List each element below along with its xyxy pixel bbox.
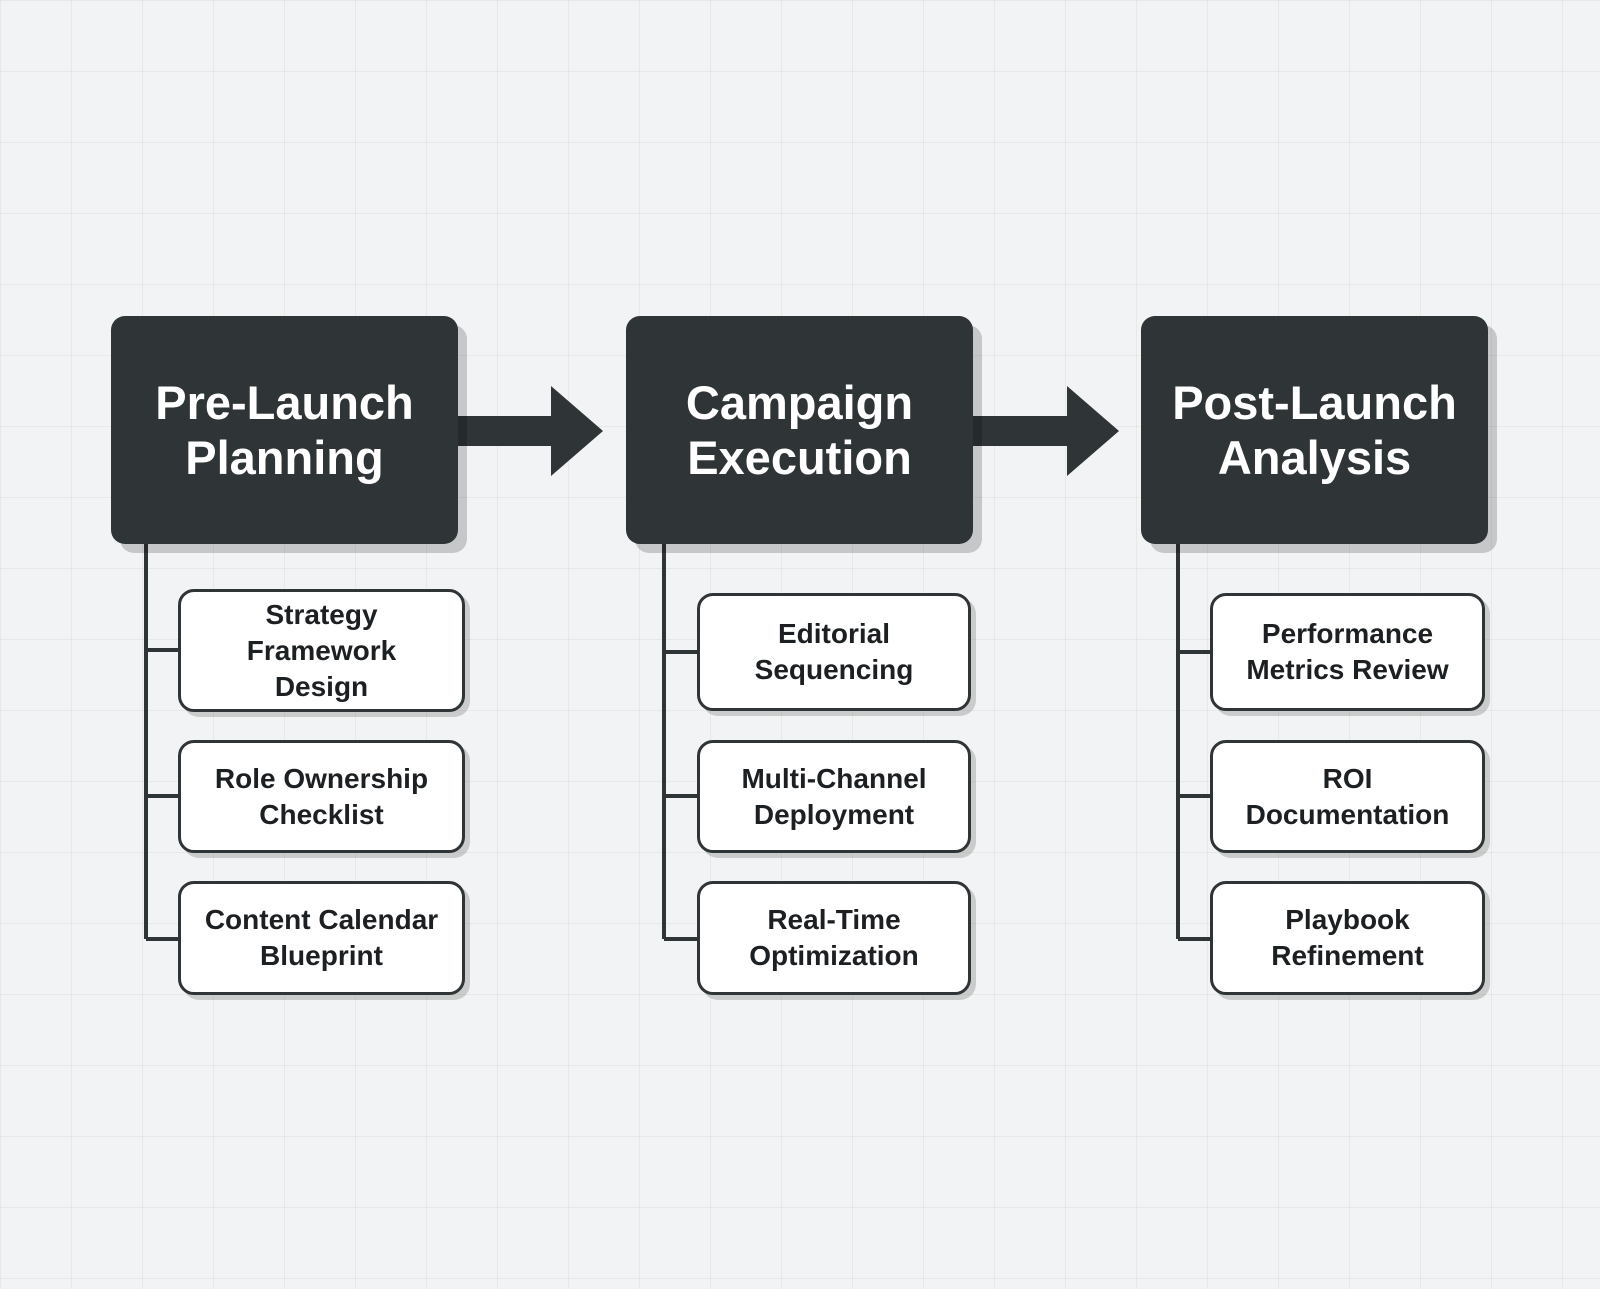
task-box-performance-metrics: Performance Metrics Review bbox=[1210, 593, 1485, 711]
arrow-phase-1-to-2 bbox=[458, 386, 603, 476]
task-box-real-time-optimization: Real-Time Optimization bbox=[697, 881, 971, 995]
phase-box-pre-launch: Pre-Launch Planning bbox=[111, 316, 458, 544]
task-box-roi-documentation: ROI Documentation bbox=[1210, 740, 1485, 853]
tree-connector-phase-2 bbox=[662, 544, 699, 941]
tree-connector-phase-1 bbox=[144, 544, 180, 941]
task-box-role-ownership: Role Ownership Checklist bbox=[178, 740, 465, 853]
tree-connector-phase-3 bbox=[1176, 544, 1212, 941]
task-label: Strategy Framework Design bbox=[246, 598, 397, 702]
task-label: Content Calendar Blueprint bbox=[204, 904, 439, 971]
task-box-strategy-framework: Strategy Framework Design bbox=[178, 589, 465, 712]
task-label: Real-Time Optimization bbox=[749, 904, 919, 971]
task-label: Performance Metrics Review bbox=[1246, 618, 1449, 685]
phase-box-post-launch: Post-Launch Analysis bbox=[1141, 316, 1488, 544]
task-label: Playbook Refinement bbox=[1271, 904, 1424, 971]
phase-box-campaign-execution: Campaign Execution bbox=[626, 316, 973, 544]
phase-title: Post-Launch Analysis bbox=[1172, 376, 1457, 484]
arrow-phase-2-to-3 bbox=[973, 386, 1119, 476]
task-label: Multi-Channel Deployment bbox=[741, 762, 927, 830]
task-box-playbook-refinement: Playbook Refinement bbox=[1210, 881, 1485, 995]
phase-title: Pre-Launch Planning bbox=[155, 376, 414, 484]
task-box-content-calendar: Content Calendar Blueprint bbox=[178, 881, 465, 995]
task-box-multi-channel: Multi-Channel Deployment bbox=[697, 740, 971, 853]
task-label: Role Ownership Checklist bbox=[214, 762, 429, 830]
phase-title: Campaign Execution bbox=[685, 376, 914, 484]
task-label: ROI Documentation bbox=[1245, 762, 1450, 830]
task-label: Editorial Sequencing bbox=[754, 618, 914, 685]
task-box-editorial-sequencing: Editorial Sequencing bbox=[697, 593, 971, 711]
